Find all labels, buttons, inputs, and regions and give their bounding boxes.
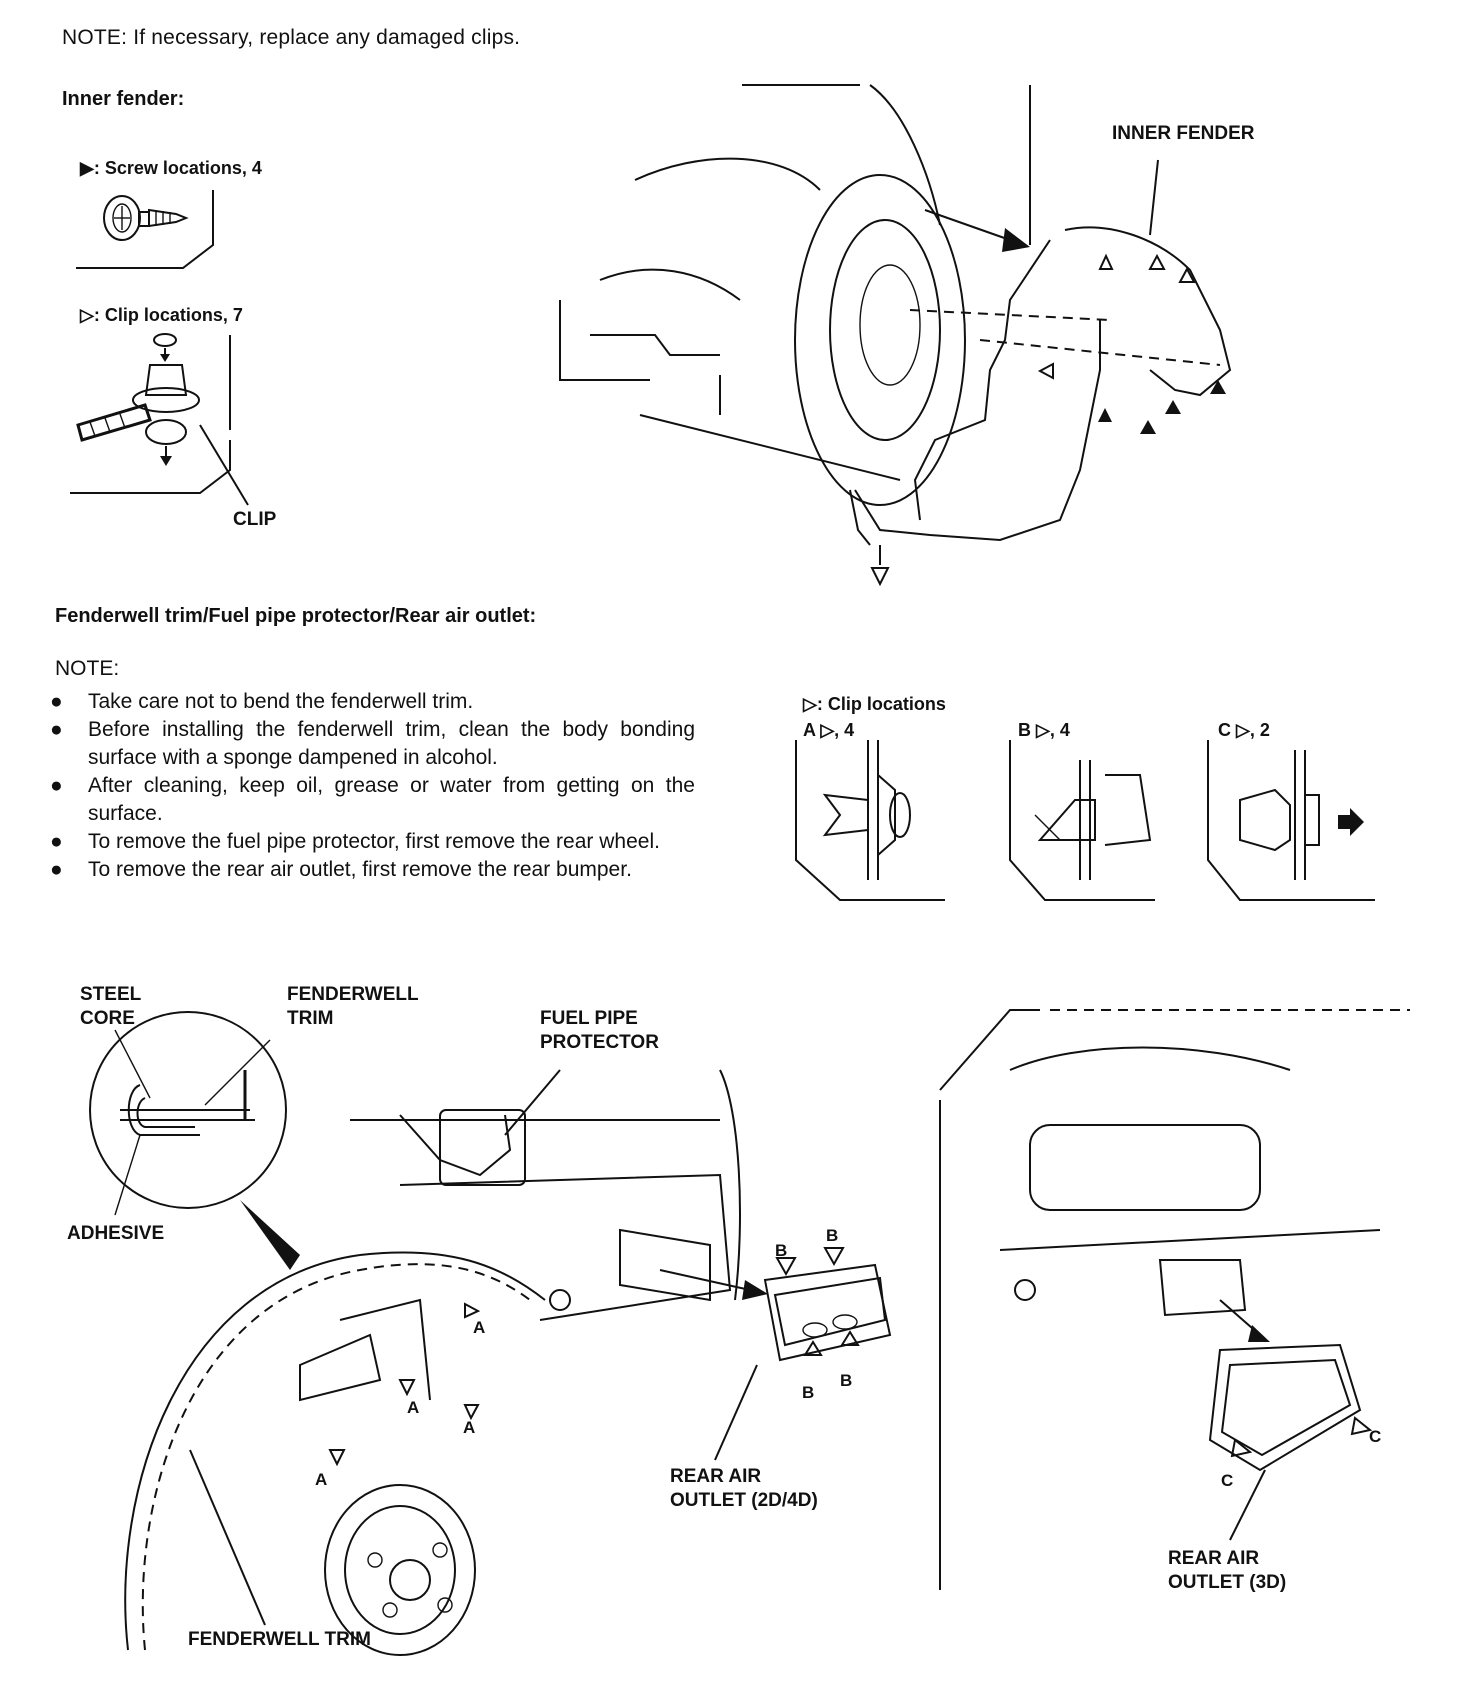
fenderwell-trim-bottom-label: FENDERWELL TRIM (188, 1629, 371, 1650)
fenderwell-notes-list: ●Take care not to bend the fenderwell tr… (50, 688, 695, 884)
top-note: NOTE: If necessary, replace any damaged … (62, 26, 521, 49)
inner-fender-heading: Inner fender: (62, 88, 185, 110)
adhesive-label: ADHESIVE (67, 1223, 165, 1244)
screw-icon (103, 195, 189, 241)
marker-a: A (473, 1318, 486, 1337)
fenderwell-note-label: NOTE: (55, 657, 120, 680)
marker-a: A (463, 1418, 476, 1437)
marker-c: C (1221, 1471, 1234, 1490)
note-item: ●To remove the rear air outlet, first re… (50, 856, 695, 884)
clip-type-a-inset (795, 740, 945, 901)
clip-label: CLIP (233, 509, 277, 530)
bullet-icon: ● (50, 830, 63, 853)
clip-type-c-inset (1207, 740, 1375, 901)
rear-air-outlet-2d4d-drawing (659, 1247, 892, 1461)
marker-b: B (840, 1371, 853, 1390)
bullet-icon: ● (50, 718, 63, 741)
rear-fender-drawing (124, 1069, 741, 1656)
clip-locations-legend: ▷: Clip locations, 7 (80, 305, 243, 325)
screw-locations-legend: ▶: Screw locations, 4 (80, 158, 262, 178)
bullet-icon: ● (50, 690, 63, 713)
note-item: ●After cleaning, keep oil, grease or wat… (50, 774, 695, 825)
clip-inset-frame (70, 335, 231, 494)
note-item: ●Before installing the fenderwell trim, … (50, 718, 695, 769)
marker-b: B (775, 1241, 788, 1260)
inner-fender-drawing (559, 84, 1232, 587)
bullet-icon: ● (50, 774, 63, 797)
marker-a: A (407, 1398, 420, 1417)
clip-icon (76, 333, 249, 506)
clip-type-b-label: B ▷, 4 (1018, 720, 1070, 740)
marker-a: A (315, 1470, 328, 1489)
marker-b: B (826, 1226, 839, 1245)
inner-fender-label: INNER FENDER (1112, 123, 1255, 144)
marker-b: B (802, 1383, 815, 1402)
clip-type-b-inset (1009, 740, 1155, 901)
rear-3d-view-drawing (939, 1009, 1410, 1590)
bullet-icon: ● (50, 858, 63, 881)
clip-types-legend: ▷: Clip locations (803, 694, 946, 714)
fenderwell-cross-section-inset (89, 1011, 300, 1270)
fenderwell-heading: Fenderwell trim/Fuel pipe protector/Rear… (55, 605, 537, 627)
clip-type-a-label: A ▷, 4 (803, 720, 855, 740)
marker-c: C (1369, 1427, 1382, 1446)
note-item: ●Take care not to bend the fenderwell tr… (50, 688, 695, 716)
note-item: ●To remove the fuel pipe protector, firs… (50, 828, 695, 856)
screw-inset-frame (76, 190, 214, 269)
clip-type-c-label: C ▷, 2 (1218, 720, 1270, 740)
